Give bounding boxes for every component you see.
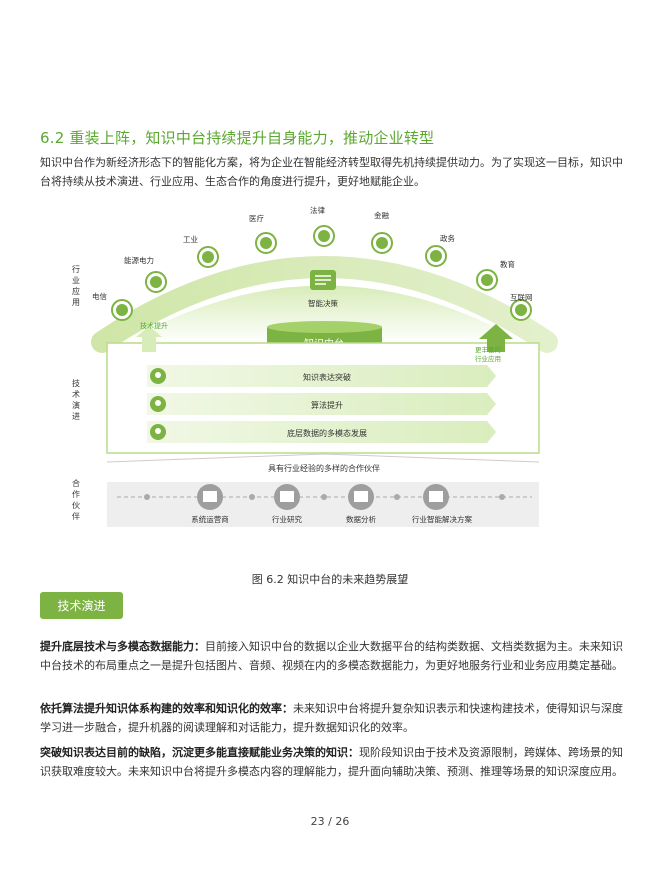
decision-label: 智能决策 [308, 298, 338, 308]
partner-puzzle-icon [274, 484, 300, 510]
paragraph-heading: 突破知识表达目前的缺陷，沉淀更多能直接赋能业务决策的知识： [40, 746, 359, 759]
industry-label: 医疗 [249, 213, 264, 223]
paragraph-body: 现阶段知识由于技术及资源限制，跨媒体、跨场景的知识获取难度较大。未来知识中台将提… [40, 746, 623, 778]
svg-text:合: 合 [72, 478, 80, 488]
page-number: 23 / 26 [310, 815, 350, 828]
tech-up-arrow [136, 326, 162, 352]
richer-apps-label: 行业应用 [475, 354, 501, 363]
decision-icon [310, 270, 336, 290]
svg-text:伴: 伴 [72, 511, 80, 521]
energy-icon [145, 271, 167, 293]
industry-label: 政务 [440, 233, 455, 243]
paragraph-heading: 提升底层技术与多模态数据能力： [40, 640, 205, 653]
paragraph-body: 目前接入知识中台的数据以企业大数据平台的结构类数据、文档类数据为主。未来知识中台… [40, 640, 623, 672]
trend-diagram: 行 业 应 用 技 术 演 进 合 作 伙 伴 电信 能源电力 工业 医疗 法律… [62, 200, 607, 545]
svg-text:伙: 伙 [72, 501, 80, 510]
left-label-industry: 行 业 应 用 [72, 264, 80, 307]
richer-apps-label: 更丰富的 [475, 345, 502, 354]
telecom-icon [111, 299, 133, 321]
partner-label: 数据分析 [346, 514, 376, 524]
partner-label: 行业研究 [272, 514, 302, 524]
svg-text:知识表达突破: 知识表达突破 [303, 372, 351, 382]
industry-label: 教育 [500, 259, 515, 269]
partner-label: 系统运营商 [191, 514, 229, 524]
industry-label: 电信 [92, 291, 107, 301]
tech-row: 算法提升 [147, 393, 496, 415]
paragraph-1: 提升底层技术与多模态数据能力：目前接入知识中台的数据以企业大数据平台的结构类数据… [40, 637, 625, 675]
svg-text:行: 行 [72, 264, 80, 274]
paragraph-body: 未来知识中台将提升复杂知识表示和快速构建技术，使得知识与深度学习进一步融合，提升… [40, 702, 623, 734]
law-icon [313, 225, 335, 247]
svg-text:用: 用 [72, 298, 80, 307]
svg-text:进: 进 [72, 412, 80, 421]
left-label-tech: 技 术 演 进 [72, 378, 80, 421]
tech-row: 底层数据的多模态发展 [147, 421, 496, 443]
partner-puzzle-icon [423, 484, 449, 510]
industry-gear-icon [197, 246, 219, 268]
svg-text:算法提升: 算法提升 [311, 400, 343, 410]
finance-icon [371, 232, 393, 254]
svg-text:术: 术 [72, 389, 80, 399]
industry-label: 金融 [374, 210, 389, 220]
svg-text:演: 演 [72, 400, 80, 410]
industry-label: 能源电力 [124, 255, 154, 265]
left-label-partner: 合 作 伙 伴 [72, 478, 80, 521]
svg-text:底层数据的多模态发展: 底层数据的多模态发展 [287, 428, 367, 438]
education-icon [476, 269, 498, 291]
section-title: 6.2 重装上阵，知识中台持续提升自身能力，推动企业转型 [40, 129, 435, 147]
partners-band [107, 482, 539, 527]
paragraph-heading: 依托算法提升知识体系构建的效率和知识化的效率： [40, 702, 293, 715]
government-icon [425, 245, 447, 267]
internet-icon [510, 299, 532, 321]
tech-row: 知识表达突破 [147, 365, 496, 387]
svg-text:应: 应 [72, 286, 80, 296]
industry-arc-band [91, 256, 558, 353]
svg-text:作: 作 [72, 489, 80, 499]
tech-evolution-tag: 技术演进 [40, 592, 123, 619]
industry-icons [111, 225, 532, 321]
richer-apps-arrow [479, 324, 513, 352]
svg-text:技: 技 [72, 378, 80, 388]
industry-label: 互联网 [510, 293, 533, 302]
svg-text:业: 业 [72, 275, 80, 285]
industry-label: 工业 [183, 234, 198, 244]
figure-caption: 图 6.2 知识中台的未来趋势展望 [251, 573, 409, 586]
tech-up-label: 技术提升 [140, 321, 168, 330]
partner-label: 行业智能解决方案 [412, 514, 472, 524]
partner-puzzle-icon [197, 484, 223, 510]
partners-title: 具有行业经验的多样的合作伙伴 [268, 463, 380, 473]
partners-bracket [106, 453, 540, 463]
industry-label: 法律 [310, 205, 325, 215]
partner-puzzle-icon [348, 484, 374, 510]
paragraph-2: 依托算法提升知识体系构建的效率和知识化的效率：未来知识中台将提升复杂知识表示和快… [40, 699, 625, 737]
paragraph-3: 突破知识表达目前的缺陷，沉淀更多能直接赋能业务决策的知识：现阶段知识由于技术及资… [40, 743, 625, 781]
dome [124, 285, 525, 343]
intro-paragraph: 知识中台作为新经济形态下的智能化方案，将为企业在智能经济转型取得先机持续提供动力… [40, 156, 623, 188]
medical-icon [255, 232, 277, 254]
